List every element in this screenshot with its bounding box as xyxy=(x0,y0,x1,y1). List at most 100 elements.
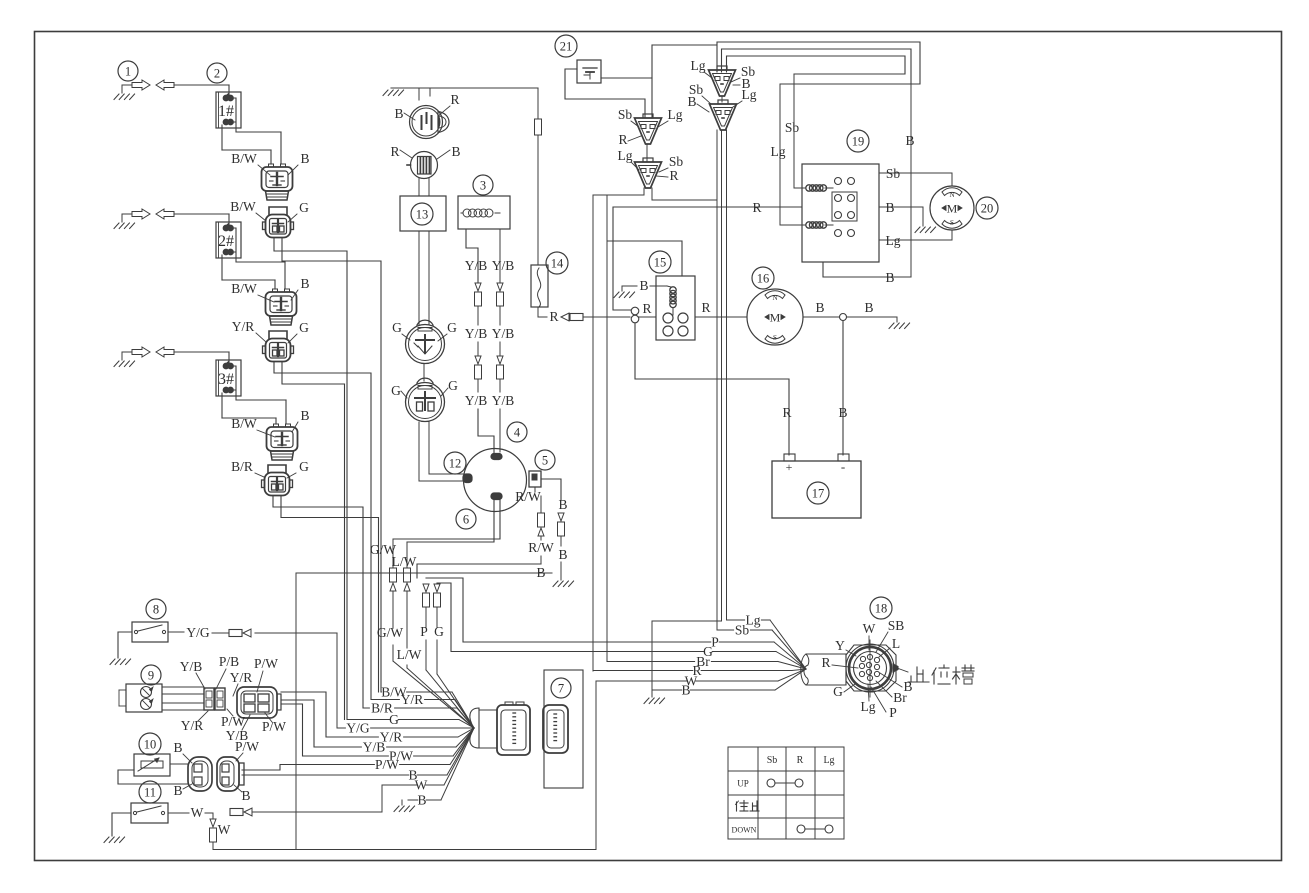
svg-text:W: W xyxy=(191,805,204,820)
svg-text:B: B xyxy=(241,788,250,803)
svg-text:14: 14 xyxy=(551,256,564,270)
svg-text:P/W: P/W xyxy=(375,757,399,772)
svg-text:G: G xyxy=(703,644,713,659)
svg-text:8: 8 xyxy=(153,602,159,616)
svg-text:Lg: Lg xyxy=(691,58,706,73)
svg-text:Lg: Lg xyxy=(746,612,761,627)
svg-text:B: B xyxy=(903,679,912,694)
svg-text:20: 20 xyxy=(981,201,994,215)
svg-text:Y/G: Y/G xyxy=(346,720,370,735)
svg-text:Lg: Lg xyxy=(823,755,834,766)
svg-text:B/W: B/W xyxy=(381,684,407,699)
svg-text:3: 3 xyxy=(480,178,486,192)
svg-text:+: + xyxy=(786,460,793,474)
svg-text:G: G xyxy=(447,320,457,335)
svg-text:Y/B: Y/B xyxy=(226,728,249,743)
svg-text:P: P xyxy=(711,634,719,649)
svg-text:G: G xyxy=(299,200,309,215)
svg-text:12: 12 xyxy=(449,456,462,470)
svg-text:B: B xyxy=(687,94,696,109)
svg-text:9: 9 xyxy=(148,668,154,682)
svg-text:4: 4 xyxy=(514,425,521,439)
svg-text:B/W: B/W xyxy=(230,199,256,214)
svg-text:B: B xyxy=(300,408,309,423)
svg-text:Sb: Sb xyxy=(886,166,901,181)
svg-text:B: B xyxy=(558,497,567,512)
svg-text:Y: Y xyxy=(835,638,845,653)
svg-text:B: B xyxy=(639,278,648,293)
svg-text:UP: UP xyxy=(737,779,749,789)
svg-text:Y/B: Y/B xyxy=(465,393,488,408)
svg-text:16: 16 xyxy=(757,271,770,285)
svg-text:R: R xyxy=(752,200,761,215)
svg-text:P/W: P/W xyxy=(389,748,413,763)
svg-text:B: B xyxy=(885,200,894,215)
svg-text:B: B xyxy=(451,144,460,159)
svg-text:G: G xyxy=(448,378,458,393)
svg-text:B/R: B/R xyxy=(231,459,253,474)
svg-text:R: R xyxy=(549,309,558,324)
svg-text:Lg: Lg xyxy=(861,699,876,714)
svg-text:B: B xyxy=(864,300,873,315)
svg-text:Br: Br xyxy=(893,690,907,705)
svg-text:N: N xyxy=(949,191,954,199)
svg-text:W: W xyxy=(685,673,698,688)
svg-text:Lg: Lg xyxy=(886,233,901,248)
svg-text:6: 6 xyxy=(463,512,469,526)
svg-text:Br: Br xyxy=(696,654,710,669)
svg-text:Sb: Sb xyxy=(741,64,756,79)
svg-text:2#: 2# xyxy=(218,233,234,250)
svg-text:P/W: P/W xyxy=(254,656,278,671)
svg-text:B/R: B/R xyxy=(371,700,393,715)
svg-text:B: B xyxy=(536,565,545,580)
svg-text:Y/R: Y/R xyxy=(230,670,253,685)
svg-text:P/B: P/B xyxy=(219,654,239,669)
svg-text:Y/R: Y/R xyxy=(181,718,204,733)
svg-text:Y/B: Y/B xyxy=(180,659,203,674)
svg-text:B: B xyxy=(558,547,567,562)
svg-text:Y/B: Y/B xyxy=(492,393,515,408)
svg-text:2: 2 xyxy=(214,66,220,80)
svg-text:R/W: R/W xyxy=(515,489,541,504)
svg-text:G: G xyxy=(392,320,402,335)
svg-text:M: M xyxy=(947,202,958,216)
svg-text:Sb: Sb xyxy=(689,82,704,97)
svg-text:B: B xyxy=(300,276,309,291)
svg-text:B: B xyxy=(838,405,847,420)
svg-text:R: R xyxy=(618,132,627,147)
svg-text:Y/R: Y/R xyxy=(232,319,255,334)
svg-text:Y/B: Y/B xyxy=(465,326,488,341)
svg-text:G: G xyxy=(391,383,401,398)
svg-text:P/W: P/W xyxy=(221,714,245,729)
svg-text:Y/B: Y/B xyxy=(492,326,515,341)
svg-text:B: B xyxy=(300,151,309,166)
svg-text:N: N xyxy=(772,294,777,302)
svg-text:B: B xyxy=(173,783,182,798)
svg-text:7: 7 xyxy=(558,681,564,695)
svg-text:B: B xyxy=(408,767,417,782)
svg-text:L/W: L/W xyxy=(397,647,422,662)
svg-text:L/W: L/W xyxy=(392,554,417,569)
svg-text:Sb: Sb xyxy=(735,622,750,637)
svg-text:M: M xyxy=(770,311,781,325)
svg-text:P/W: P/W xyxy=(262,719,286,734)
svg-text:17: 17 xyxy=(812,486,825,500)
svg-text:Lg: Lg xyxy=(618,148,633,163)
svg-text:B/W: B/W xyxy=(231,281,257,296)
svg-text:R: R xyxy=(797,755,804,766)
svg-text:R: R xyxy=(390,144,399,159)
svg-text:Lg: Lg xyxy=(668,107,683,122)
svg-text:18: 18 xyxy=(875,601,888,615)
svg-text:S: S xyxy=(773,334,777,342)
svg-text:G: G xyxy=(299,459,309,474)
svg-text:G/W: G/W xyxy=(377,625,404,640)
svg-text:SB: SB xyxy=(888,618,905,633)
svg-text:G: G xyxy=(434,624,444,639)
svg-text:R: R xyxy=(782,405,791,420)
svg-text:1: 1 xyxy=(125,64,131,78)
svg-text:W: W xyxy=(415,777,428,792)
svg-text:R: R xyxy=(701,300,710,315)
svg-text:G: G xyxy=(299,320,309,335)
svg-text:Lg: Lg xyxy=(742,87,757,102)
svg-text:G/W: G/W xyxy=(370,542,397,557)
